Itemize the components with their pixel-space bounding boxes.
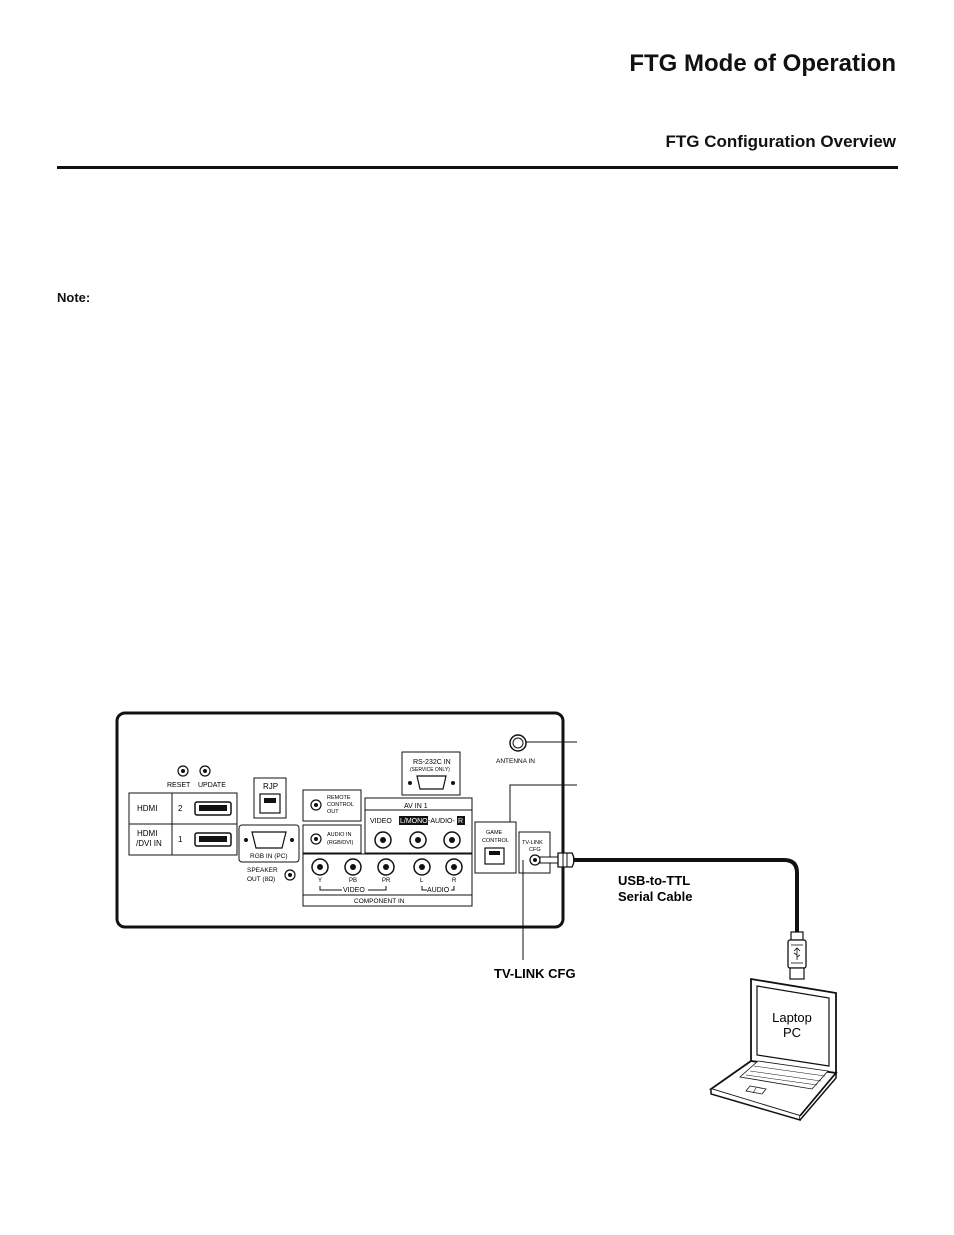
rjp-port bbox=[259, 793, 281, 814]
antenna-in-jack bbox=[509, 734, 527, 752]
av-audio-r-jack bbox=[443, 831, 461, 849]
av-video-label: VIDEO bbox=[370, 818, 392, 825]
speaker-out-label: SPEAKER bbox=[247, 867, 278, 874]
rs232-port bbox=[416, 775, 447, 790]
antenna-in-label: ANTENNA IN bbox=[496, 758, 535, 765]
component-in-label: COMPONENT IN bbox=[354, 898, 405, 905]
connection-diagram: RESET UPDATE HDMI 2 HDMI /DVI IN 1 RJP R… bbox=[115, 711, 838, 1122]
rs232-sublabel: (SERVICE ONLY) bbox=[410, 767, 450, 773]
remote-label-2: CONTROL bbox=[327, 802, 354, 808]
rjp-label: RJP bbox=[263, 782, 278, 791]
av-r-label: R bbox=[458, 818, 463, 825]
component-l-label: L bbox=[420, 878, 424, 884]
component-pr-label: PR bbox=[382, 878, 391, 884]
speaker-out-jack bbox=[284, 869, 296, 881]
laptop-label-line2: PC bbox=[783, 1025, 801, 1040]
section-divider bbox=[57, 166, 898, 169]
audio-in-label-1: AUDIO IN bbox=[327, 832, 351, 838]
cable-label-line2: Serial Cable bbox=[618, 889, 692, 904]
game-control-label-1: GAME bbox=[486, 830, 503, 836]
tv-link-cfg-jack bbox=[529, 854, 541, 866]
hdmi-dvi-label-2: /DVI IN bbox=[136, 839, 162, 848]
rgb-in-label: RGB IN (PC) bbox=[250, 853, 288, 860]
laptop-pc bbox=[708, 977, 838, 1122]
update-label: UPDATE bbox=[198, 782, 226, 789]
tv-link-label-1: TV-LINK bbox=[522, 840, 543, 846]
note-label: Note: bbox=[57, 290, 91, 305]
audio-in-label-2: (RGB/DVI) bbox=[327, 840, 353, 846]
game-control-port bbox=[484, 847, 505, 865]
component-audio-label: AUDIO bbox=[427, 887, 450, 894]
page-title: FTG Mode of Operation bbox=[629, 50, 896, 77]
tv-link-cfg-block bbox=[518, 831, 551, 874]
component-video-label: VIDEO bbox=[343, 887, 365, 894]
av-in-label: AV IN 1 bbox=[404, 803, 428, 810]
laptop-label-line1: Laptop bbox=[772, 1010, 812, 1025]
av-audio-l-jack bbox=[409, 831, 427, 849]
speaker-out-label-2: OUT (8Ω) bbox=[247, 876, 275, 883]
update-button bbox=[199, 765, 211, 777]
cable-label-line1: USB-to-TTL bbox=[618, 873, 690, 888]
remote-label-1: REMOTE bbox=[327, 795, 351, 801]
component-y-jack bbox=[311, 858, 329, 876]
component-pb-label: PB bbox=[349, 878, 357, 884]
rs232-label: RS-232C IN bbox=[413, 759, 451, 766]
component-pb-jack bbox=[344, 858, 362, 876]
av-lmono-label: L/MONO bbox=[400, 818, 428, 825]
rgb-in-port bbox=[251, 831, 287, 849]
section-title: FTG Configuration Overview bbox=[665, 132, 896, 151]
usb-connector bbox=[787, 931, 807, 980]
hdmi-port-number-1: 1 bbox=[178, 835, 183, 844]
game-control-leader-line bbox=[509, 784, 577, 822]
hdmi-label: HDMI bbox=[137, 804, 157, 813]
game-control-label-2: CONTROL bbox=[482, 838, 509, 844]
remote-label-3: OUT bbox=[327, 809, 339, 815]
hdmi-port-number-2: 2 bbox=[178, 804, 183, 813]
tv-link-cfg-callout: TV-LINK CFG bbox=[494, 966, 576, 981]
serial-cable bbox=[573, 858, 799, 934]
remote-control-jack bbox=[310, 799, 322, 811]
hdmi-dvi-label: HDMI bbox=[137, 829, 157, 838]
reset-button bbox=[177, 765, 189, 777]
component-audio-l-jack bbox=[413, 858, 431, 876]
component-pr-jack bbox=[377, 858, 395, 876]
reset-label: RESET bbox=[167, 782, 191, 789]
av-audio-label: -AUDIO- bbox=[428, 818, 456, 825]
audio-in-jack bbox=[310, 833, 322, 845]
av-video-jack bbox=[374, 831, 392, 849]
component-y-label: Y bbox=[318, 878, 322, 884]
tv-link-label-2: CFG bbox=[529, 847, 541, 853]
component-r-label: R bbox=[452, 878, 457, 884]
component-audio-r-jack bbox=[445, 858, 463, 876]
cable-plug bbox=[539, 852, 575, 868]
